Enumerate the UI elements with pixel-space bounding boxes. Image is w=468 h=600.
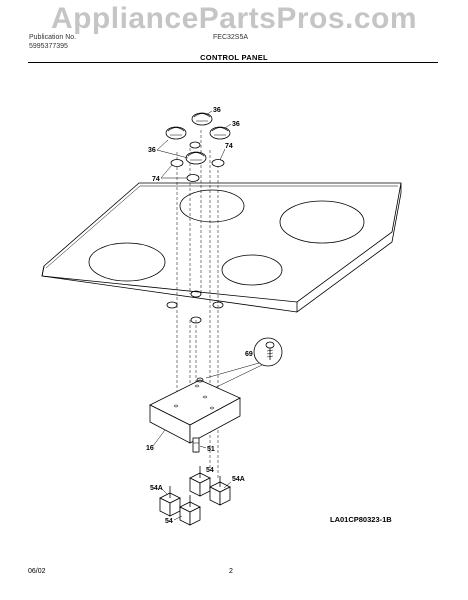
screw-detail: 69 [203, 337, 283, 394]
callout-switch-left: 54A [150, 485, 163, 492]
callout-ring-left: 74 [152, 176, 160, 183]
callout-knob-left: 36 [148, 147, 156, 154]
glass-hole-1 [166, 301, 178, 309]
switch-left: 54A [150, 485, 181, 517]
diagram-code: LA01CP80323-1B [330, 515, 392, 524]
ring-left [170, 159, 184, 167]
glass-hole-2 [190, 290, 202, 298]
burner-right-rear [279, 200, 365, 244]
callout-bracket: 16 [146, 445, 154, 452]
callout-knob-right: 36 [232, 121, 240, 128]
model-number: FEC32S5A [213, 34, 249, 41]
knob-center [185, 151, 207, 165]
callout-switch-center: 54 [206, 467, 214, 474]
switch-center: 54 [189, 466, 214, 497]
ring-right [211, 159, 225, 167]
publication-number: 5995377395 [29, 43, 68, 50]
callout-switch-bottom: 54 [165, 518, 173, 525]
knob-right [209, 126, 231, 140]
callout-screw: 69 [245, 351, 253, 358]
cooktop-glass [41, 182, 402, 324]
switch-small: 51 [192, 437, 215, 453]
section-title: CONTROL PANEL [200, 53, 268, 62]
page-number: 2 [229, 568, 233, 575]
burner-left-rear [179, 189, 245, 223]
switch-right: 54A [209, 476, 245, 506]
callout-switch-right: 54A [232, 476, 245, 483]
knob-left [165, 126, 187, 140]
knob-upper [191, 112, 213, 126]
ring-upper [189, 141, 201, 149]
callout-knob-upper: 36 [213, 107, 221, 114]
callout-ring-right: 74 [225, 143, 233, 150]
callout-switch-small: 51 [207, 446, 215, 453]
footer-date: 06/02 [28, 568, 46, 575]
title-divider [28, 62, 438, 63]
burner-left-front [88, 242, 166, 282]
ring-front [186, 174, 200, 182]
watermark: AppliancePartsPros.com [50, 2, 418, 35]
ring-parts [170, 141, 225, 182]
switch-bottom: 54 [165, 495, 201, 526]
burner-right-front [221, 254, 283, 286]
mounting-bracket: 16 [146, 377, 241, 452]
publication-label: Publication No. [29, 34, 77, 41]
